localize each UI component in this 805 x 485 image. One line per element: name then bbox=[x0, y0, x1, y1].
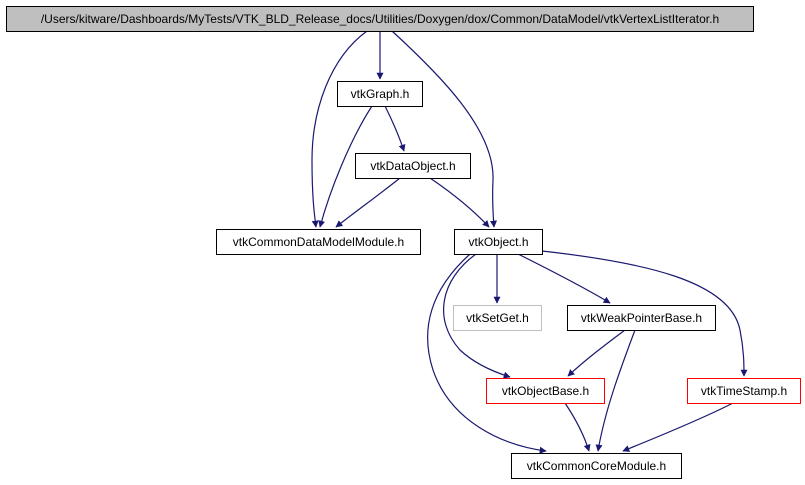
edge-vtkGraph-to-vtkCommonDataModelModule bbox=[318, 105, 373, 228]
edge-vtkWeakPointerBase-to-vtkCommonCoreModule bbox=[595, 329, 636, 452]
node-vtkDataObject[interactable]: vtkDataObject.h bbox=[355, 153, 471, 179]
node-label: vtkDataObject.h bbox=[370, 159, 455, 173]
edge-root-to-vtkCommonDataModelModule bbox=[311, 30, 368, 228]
node-label: vtkCommonDataModelModule.h bbox=[233, 235, 404, 249]
node-box bbox=[355, 153, 471, 179]
node-label: vtkWeakPointerBase.h bbox=[581, 311, 702, 325]
node-vtkWeakPointerBase[interactable]: vtkWeakPointerBase.h bbox=[567, 305, 716, 331]
node-box bbox=[453, 305, 542, 331]
node-label: vtkGraph.h bbox=[351, 87, 410, 101]
edge-vtkObject-to-vtkObjectBase bbox=[442, 253, 511, 379]
edge-vtkDataObject-to-vtkObject bbox=[429, 177, 490, 228]
node-box bbox=[337, 81, 423, 107]
node-root[interactable]: /Users/kitware/Dashboards/MyTests/VTK_BL… bbox=[6, 6, 754, 32]
node-box bbox=[511, 453, 682, 479]
edge-vtkObjectBase-to-vtkCommonCoreModule bbox=[564, 402, 591, 452]
edge-vtkObject-to-vtkWeakPointerBase bbox=[517, 253, 611, 304]
edge-vtkDataObject-to-vtkCommonDataModelModule bbox=[335, 177, 401, 228]
node-vtkObject[interactable]: vtkObject.h bbox=[454, 229, 543, 255]
node-box bbox=[454, 229, 543, 255]
edge-vtkObject-to-vtkTimeStamp bbox=[541, 250, 748, 377]
node-label: vtkObject.h bbox=[468, 235, 528, 249]
node-vtkTimeStamp[interactable]: vtkTimeStamp.h bbox=[687, 378, 801, 404]
edge-vtkObject-to-vtkCommonCoreModule bbox=[427, 253, 547, 454]
node-box bbox=[6, 6, 754, 32]
node-box bbox=[687, 378, 801, 404]
edge-vtkGraph-to-vtkDataObject bbox=[384, 105, 406, 152]
node-label: /Users/kitware/Dashboards/MyTests/VTK_BL… bbox=[41, 12, 719, 26]
node-vtkGraph[interactable]: vtkGraph.h bbox=[337, 81, 423, 107]
node-box bbox=[216, 229, 421, 255]
node-label: vtkCommonCoreModule.h bbox=[527, 459, 666, 473]
node-vtkCommonDataModelModule[interactable]: vtkCommonDataModelModule.h bbox=[216, 229, 421, 255]
node-label: vtkSetGet.h bbox=[466, 311, 529, 325]
node-box bbox=[486, 378, 605, 404]
node-vtkCommonCoreModule[interactable]: vtkCommonCoreModule.h bbox=[511, 453, 682, 479]
node-vtkSetGet[interactable]: vtkSetGet.h bbox=[453, 305, 542, 331]
node-box bbox=[567, 305, 716, 331]
nodes-layer: /Users/kitware/Dashboards/MyTests/VTK_BL… bbox=[6, 6, 801, 479]
edge-vtkWeakPointerBase-to-vtkObjectBase bbox=[567, 329, 626, 377]
node-label: vtkTimeStamp.h bbox=[701, 384, 787, 398]
edge-root-to-vtkObject bbox=[391, 30, 498, 228]
edges-layer bbox=[311, 30, 748, 454]
node-vtkObjectBase[interactable]: vtkObjectBase.h bbox=[486, 378, 605, 404]
node-label: vtkObjectBase.h bbox=[502, 384, 589, 398]
edge-vtkTimeStamp-to-vtkCommonCoreModule bbox=[622, 402, 734, 452]
